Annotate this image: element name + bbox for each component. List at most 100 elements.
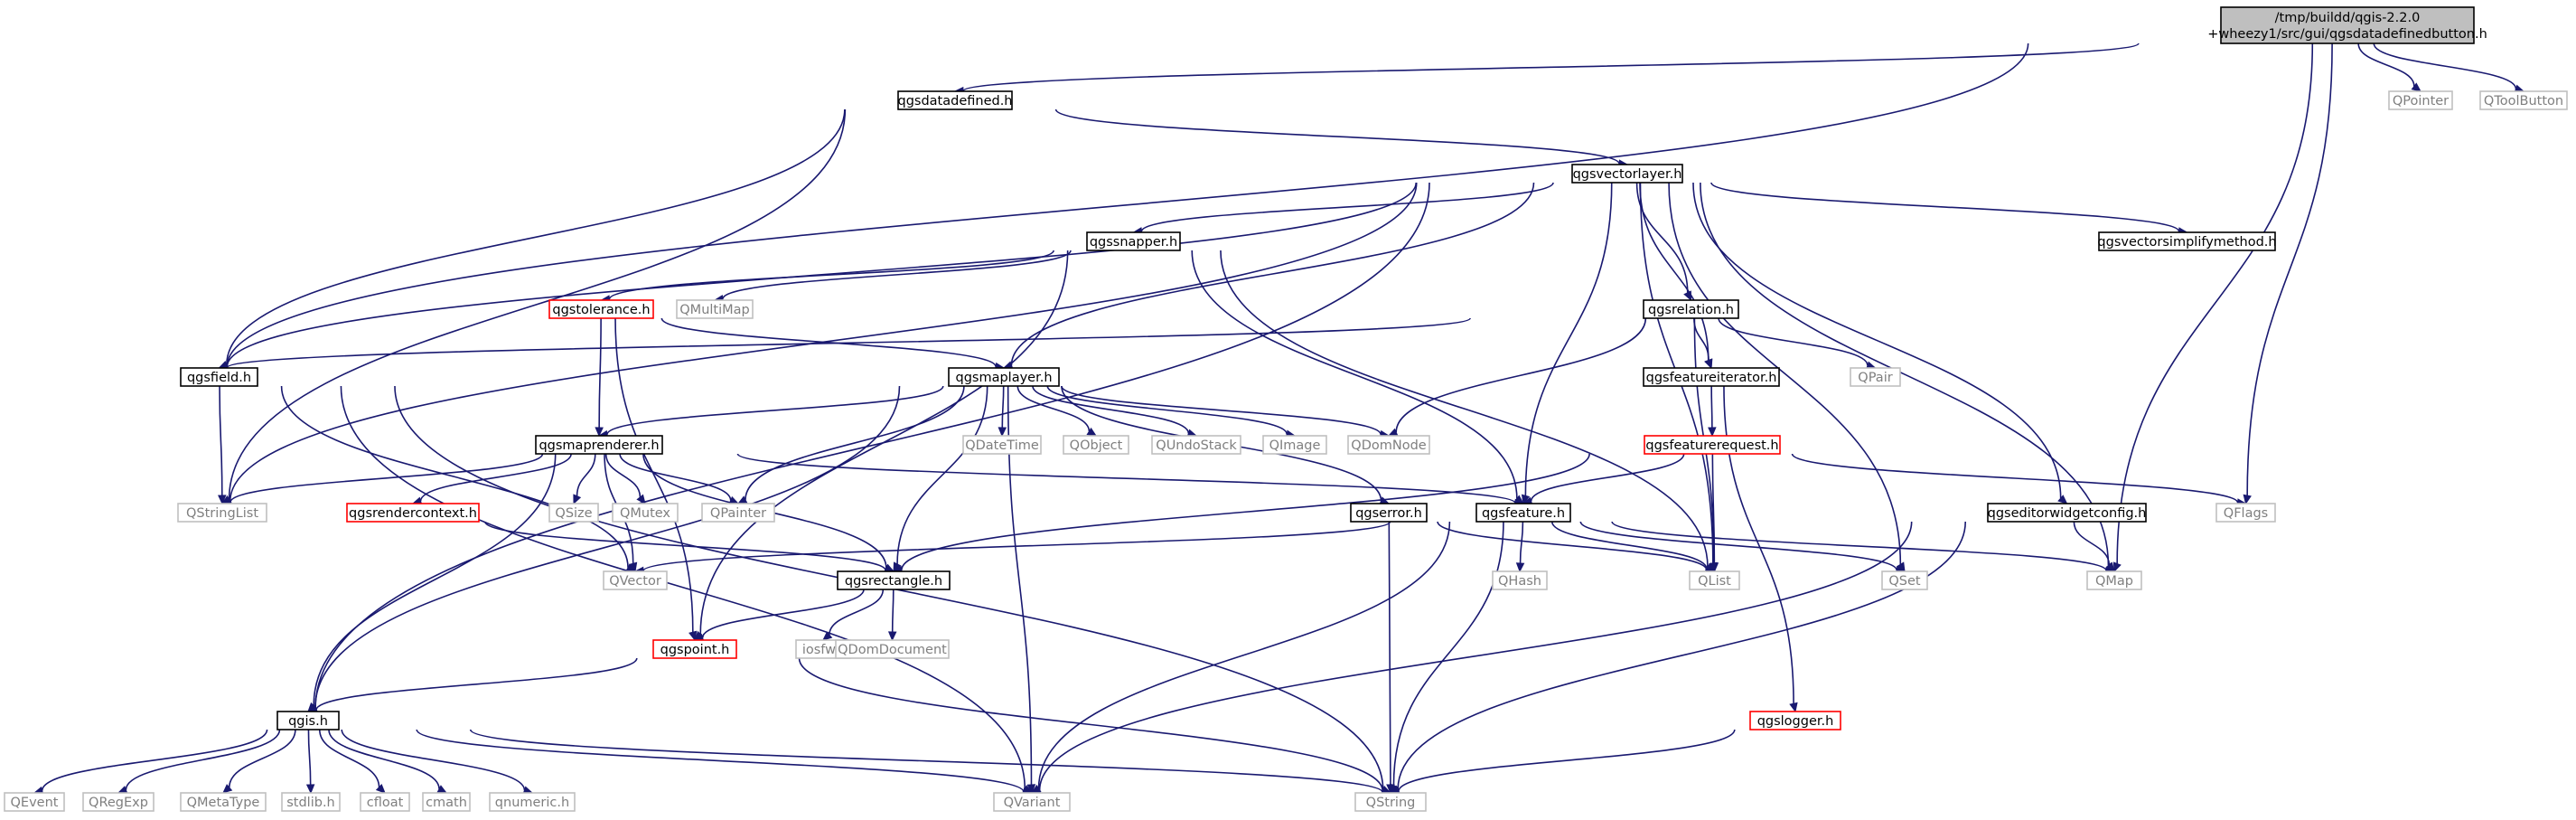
edge-line	[896, 385, 988, 564]
edge-qgsfeature-to-qstring	[1390, 521, 1504, 795]
node-label: qgsvectorlayer.h	[1573, 167, 1682, 182]
node-box	[1850, 367, 1901, 387]
edge-line	[2246, 42, 2333, 496]
node-box	[281, 792, 341, 812]
edge-line	[2116, 42, 2314, 564]
edge-line	[219, 385, 223, 496]
edge-line	[1550, 521, 1708, 570]
edge-line	[484, 521, 886, 571]
edge-line	[1395, 317, 1647, 433]
edge-qgsrectangle-to-qgspoint	[693, 589, 865, 642]
edge-qgsrectangle-to-iosfwd	[822, 589, 885, 641]
edge-line	[576, 453, 596, 496]
node-box	[346, 503, 480, 523]
node-root[interactable]: /tmp/buildd/qgis-2.2.0+wheezy1/src/gui/q…	[2207, 6, 2487, 44]
edge-line	[604, 453, 642, 497]
node-box	[422, 792, 471, 812]
node-qgsvectorlayer[interactable]: qgsvectorlayer.h	[1571, 164, 1683, 184]
node-box	[82, 792, 155, 812]
node-label: QSize	[555, 506, 592, 521]
arrowhead	[688, 630, 698, 642]
edge-qgsvectorlayer-to-qgsmaplayer	[1002, 182, 1535, 370]
arrowhead	[1710, 562, 1719, 573]
edge-line	[1388, 521, 1391, 786]
node-label: QRegExp	[89, 796, 148, 810]
node-qgsfeaturerequest[interactable]: qgsfeaturerequest.h	[1644, 435, 1781, 455]
edge-qgssnapper-to-qmultimap	[713, 250, 1072, 304]
edge-line	[125, 729, 281, 790]
node-box	[1644, 435, 1781, 455]
node-box	[1151, 435, 1241, 455]
edge-line	[1392, 521, 1504, 786]
node-qgserror[interactable]: qgserror.h	[1350, 503, 1428, 523]
arrowhead	[218, 495, 227, 505]
edge-line	[1700, 182, 2110, 566]
edge-qgsrendercontext-to-qgsrectangle	[484, 521, 895, 575]
node-box	[2388, 90, 2453, 110]
edge-qgsfeaturerequest-to-qgsfeature	[1522, 453, 1685, 505]
edge-line	[313, 453, 557, 706]
node-qgsfield[interactable]: qgsfield.h	[180, 367, 258, 387]
node-label: QImage	[1269, 438, 1321, 453]
edge-qgsvectorlayer-to-qgseditorwidgetconfig	[1692, 182, 2068, 504]
edge-line	[1437, 521, 1708, 570]
node-box	[1086, 231, 1181, 251]
node-label: qgsvectorsimplifymethod.h	[2097, 235, 2276, 250]
node-qgis[interactable]: qgis.h	[276, 711, 340, 730]
edge-qgsmaplayer-to-qdatetime	[998, 385, 1007, 438]
node-qobject: QObject	[1063, 435, 1129, 455]
node-qgsfeatureiterator[interactable]: qgsfeatureiterator.h	[1643, 367, 1780, 387]
edge-qgsdatadefined-to-qgsfield	[218, 108, 846, 369]
edge-qgseditorwidgetconfig-to-qmap	[2073, 521, 2115, 572]
edge-qgsmaprenderer-to-qgsfeature	[736, 453, 1525, 508]
edge-line	[1692, 182, 2062, 499]
node-qgspoint[interactable]: qgspoint.h	[652, 639, 737, 659]
node-qgsrendercontext[interactable]: qgsrendercontext.h	[346, 503, 480, 523]
node-box	[897, 90, 1013, 110]
edge-line	[891, 589, 895, 633]
node-qstring: QString	[1354, 792, 1427, 812]
arrowhead	[1704, 358, 1713, 370]
edge-qgsrectangle-to-qdomdocument	[887, 589, 897, 642]
edge-line	[1710, 182, 2180, 232]
edge-qgis-to-cmath	[328, 729, 448, 794]
node-qgsvectorsimplifymethod[interactable]: qgsvectorsimplifymethod.h	[2097, 231, 2277, 251]
node-box	[180, 792, 267, 812]
edge-line	[41, 729, 268, 791]
edge-line	[1711, 453, 1716, 564]
node-qstringlist: QStringList	[177, 503, 267, 523]
edge-qgsmaplayer-to-qimage	[1046, 385, 1297, 438]
arrowhead	[2243, 494, 2252, 505]
node-qhash: QHash	[1492, 570, 1548, 590]
node-qgsrectangle[interactable]: qgsrectangle.h	[837, 570, 951, 590]
node-qgssnapper[interactable]: qgssnapper.h	[1086, 231, 1181, 251]
node-label: cmath	[426, 796, 467, 810]
edge-line	[1710, 385, 1713, 429]
node-label: QPainter	[710, 506, 766, 521]
edge-line	[1635, 182, 1689, 293]
edge-line	[341, 729, 526, 791]
edge-qgsmaplayer-to-qdomnode	[1061, 385, 1391, 439]
edges-layer	[33, 42, 2525, 797]
node-qsize: QSize	[548, 503, 599, 523]
node-qgslogger[interactable]: qgslogger.h	[1749, 711, 1841, 730]
node-qgsmaplayer[interactable]: qgsmaplayer.h	[948, 367, 1060, 387]
node-qgsmaprenderer[interactable]: qgsmaprenderer.h	[535, 435, 663, 455]
arrowhead	[222, 784, 233, 794]
edge-root-to-qtoolbutton	[2373, 42, 2525, 93]
node-qgseditorwidgetconfig[interactable]: qgseditorwidgetconfig.h	[1987, 503, 2147, 523]
edge-line	[1037, 521, 1451, 789]
arrowhead	[998, 427, 1007, 438]
edge-line	[736, 453, 1516, 504]
node-qgstolerance[interactable]: qgstolerance.h	[548, 299, 654, 319]
edge-qgstolerance-to-qgspoint	[614, 317, 698, 642]
node-label: +wheezy1/src/gui/qgsdatadefinedbutton.h	[2207, 27, 2487, 42]
node-box	[652, 639, 737, 659]
edge-line	[280, 385, 629, 568]
node-label: cfloat	[367, 796, 404, 810]
node-qgsdatadefined[interactable]: qgsdatadefined.h	[897, 90, 1013, 110]
edge-line	[642, 521, 1391, 572]
edge-line	[2373, 42, 2517, 90]
node-qgsfeature[interactable]: qgsfeature.h	[1475, 503, 1571, 523]
node-qgsrelation[interactable]: qgsrelation.h	[1643, 299, 1739, 319]
